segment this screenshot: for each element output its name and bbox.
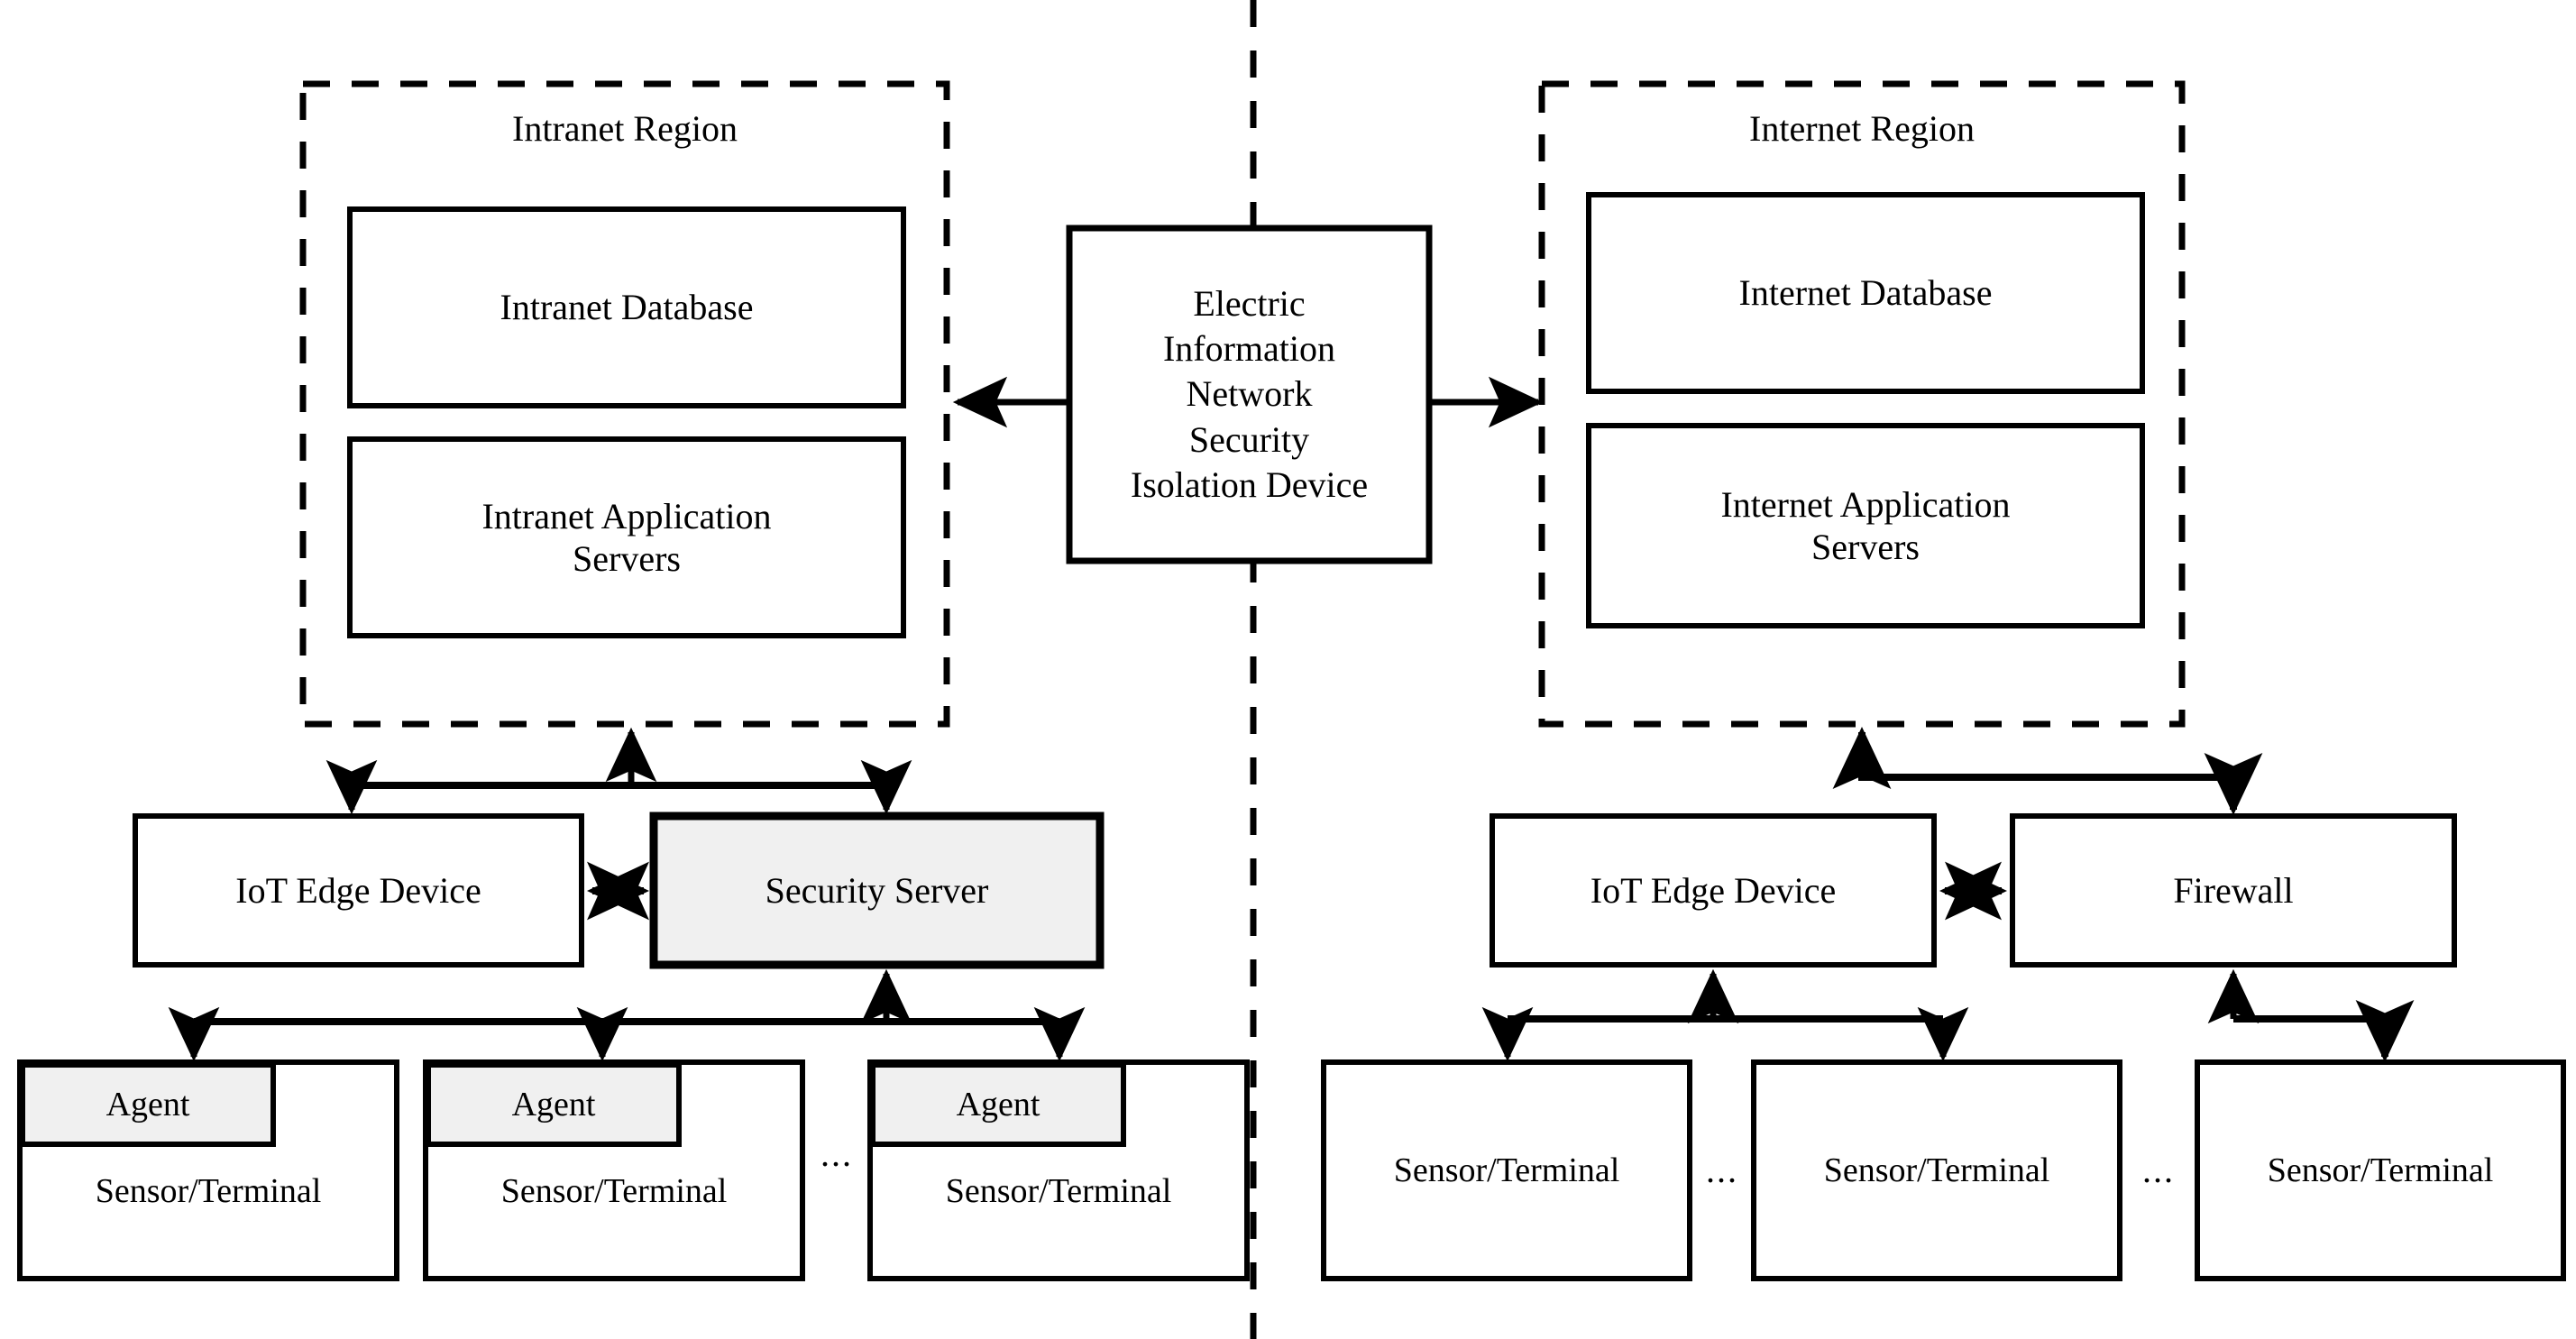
intranet-application-servers-box[interactable] — [347, 436, 906, 638]
internet-sensor-terminal-box-3[interactable] — [2195, 1059, 2566, 1281]
internet-sensor-terminal-box-1[interactable] — [1321, 1059, 1692, 1281]
internet-iot-edge-device-box[interactable] — [1490, 813, 1937, 968]
agent-box-3[interactable] — [870, 1062, 1126, 1147]
intranet-iot-edge-device-box[interactable] — [133, 813, 584, 968]
intranet-database-box[interactable] — [347, 206, 906, 408]
intranet-region-frame — [299, 80, 950, 728]
security-server-box[interactable] — [649, 812, 1105, 969]
firewall-box[interactable] — [2010, 813, 2457, 968]
internet-region-frame — [1538, 80, 2186, 728]
internet-application-servers-box[interactable] — [1586, 423, 2145, 628]
agent-box-2[interactable] — [426, 1062, 682, 1147]
arrow-firewall-to-internet-region — [1832, 727, 2263, 815]
internet-database-box[interactable] — [1586, 192, 2145, 394]
internet-sensor-terminal-box-2[interactable] — [1751, 1059, 2122, 1281]
isolation-device-box[interactable] — [1066, 225, 1433, 564]
firewall-sensor-bus — [2233, 1000, 2415, 1062]
agent-box-1[interactable] — [20, 1062, 276, 1147]
